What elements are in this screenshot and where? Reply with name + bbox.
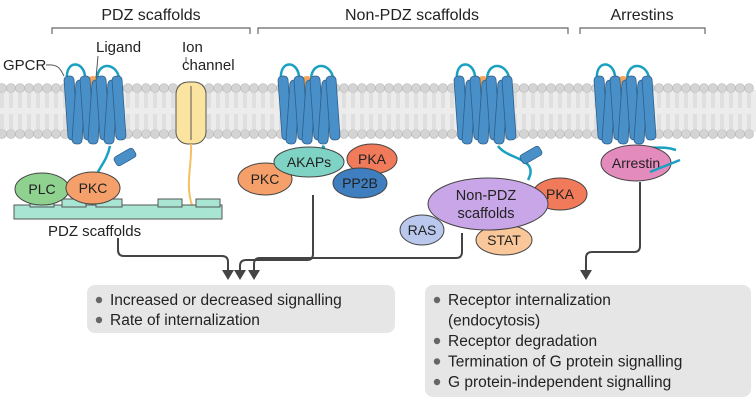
ligand-pointer (95, 55, 99, 79)
pkc-protein-left (65, 171, 121, 205)
stat-label: STAT (487, 232, 521, 248)
pka-label-right: PKA (546, 186, 575, 202)
header-arrestins: Arrestins (610, 7, 673, 24)
outcome-item: Increased or decreased signalling (110, 292, 342, 309)
outcome-item: Receptor degradation (448, 333, 597, 350)
pp2b-protein (332, 167, 388, 199)
header-pdz-scaffolds: PDZ scaffolds (101, 7, 200, 24)
non-pdz-label-1: Non-PDZ (456, 188, 517, 204)
bracket-arrestins (579, 27, 706, 34)
outcome-box-right (425, 285, 751, 397)
bullet-icon (433, 296, 441, 304)
receptors (63, 63, 677, 201)
outcomes-right-list: Receptor internalization (endocytosis) Rec… (433, 292, 682, 391)
bullet-icon (433, 337, 441, 345)
bullet-icon (95, 316, 103, 324)
gpcr-receptor-akap (277, 63, 341, 152)
pkc-label-left: PKC (79, 180, 108, 196)
gpcr-pointer (45, 64, 65, 77)
non-pdz-label-2: scaffolds (458, 206, 515, 222)
header-non-pdz-scaffolds: Non-PDZ scaffolds (345, 7, 479, 24)
bullet-icon (433, 378, 441, 386)
flow-arrows (117, 182, 641, 272)
ras-protein (399, 214, 445, 246)
pkc-protein-mid (237, 162, 293, 196)
pp2b-label: PP2B (342, 175, 378, 191)
plc-label: PLC (28, 181, 55, 197)
ras-label: RAS (408, 222, 437, 238)
pdz-scaffolds-label: PDZ scaffolds (48, 223, 141, 240)
akaps-label: AKAPs (287, 154, 331, 170)
pka-label-mid: PKA (358, 151, 387, 167)
outcome-item: Rate of internalization (110, 312, 260, 329)
bracket-pdz (51, 27, 251, 34)
outcome-box-left (87, 285, 395, 333)
ion-channel-label-1: Ion (182, 39, 203, 56)
pkc-label-mid: PKC (251, 171, 280, 187)
ligand-label: Ligand (96, 39, 141, 56)
bullet-icon (95, 296, 103, 304)
ion-channel-label-2: channel (182, 57, 235, 74)
outcome-item: G protein-independent signalling (448, 374, 671, 391)
outcome-item: Receptor internalization (448, 292, 611, 309)
non-pdz-scaffold-protein (427, 177, 549, 231)
gpcr-label: GPCR (3, 57, 47, 74)
outcome-item: Termination of G protein signalling (448, 354, 682, 371)
bracket-non-pdz (257, 27, 569, 34)
outcome-item: (endocytosis) (448, 313, 540, 330)
arrestin-tail (649, 158, 681, 174)
akaps-protein (273, 146, 345, 178)
gpcr-receptor-pdz (63, 63, 137, 201)
bullet-icon (433, 358, 441, 365)
gpcr-receptor-arrestin (593, 63, 677, 152)
arrestin-label: Arrestin (612, 155, 660, 171)
gpcr-receptor-non-pdz (453, 63, 543, 181)
ion-channel (175, 81, 207, 206)
arrow-heads (222, 270, 592, 280)
